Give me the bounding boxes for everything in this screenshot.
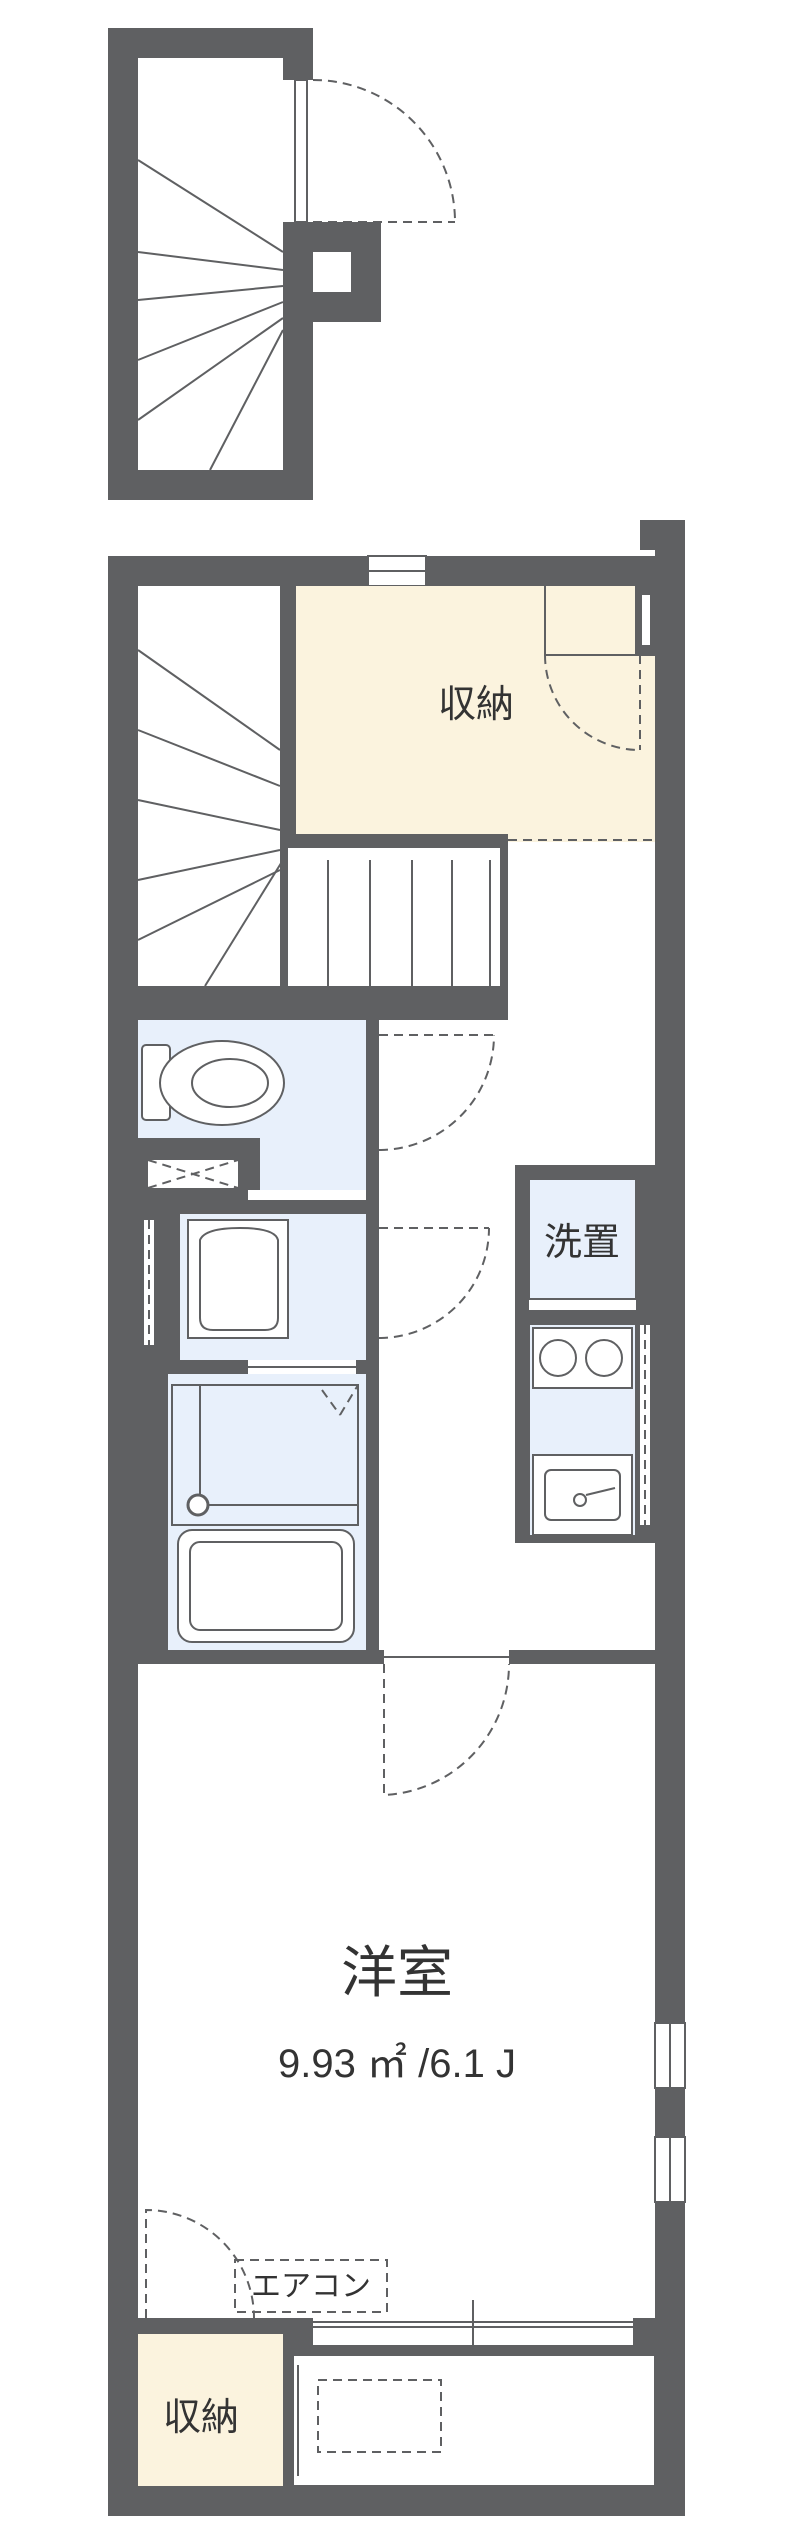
aircon-unit: エアコン — [234, 2259, 388, 2313]
toilet-icon — [141, 1040, 285, 1126]
balcony — [283, 2300, 656, 2487]
loft-stair-box — [108, 28, 456, 500]
storage-bottom: 収納 — [138, 2208, 313, 2516]
washer-space: 洗置 — [515, 1165, 655, 1310]
kitchen-counter — [515, 1310, 655, 1543]
main-stairs — [137, 586, 508, 1020]
washbasin-icon — [187, 1219, 289, 1339]
bathtub-icon — [171, 1384, 359, 1643]
aircon-label: エアコン — [251, 2270, 371, 2303]
western-room-area: 9.93 ㎡ /6.1 J — [278, 2042, 516, 2086]
western-room: 洋室 9.93 ㎡ /6.1 J — [138, 1650, 655, 2086]
storage-top-label: 収納 — [438, 684, 514, 726]
bathroom — [138, 1360, 379, 1664]
washroom — [138, 1200, 490, 1370]
sink-icon — [532, 1454, 633, 1536]
western-room-label: 洋室 — [341, 1941, 453, 2004]
storage-bottom-label: 収納 — [163, 2397, 239, 2439]
storage-top: 収納 — [283, 586, 655, 848]
loft-door-swing — [312, 79, 456, 223]
stove-icon — [532, 1327, 633, 1389]
pipe-shaft — [138, 1150, 248, 1200]
washer-space-label: 洗置 — [544, 1222, 620, 1264]
right-windows — [654, 2022, 686, 2203]
loft-stairs — [137, 159, 284, 471]
